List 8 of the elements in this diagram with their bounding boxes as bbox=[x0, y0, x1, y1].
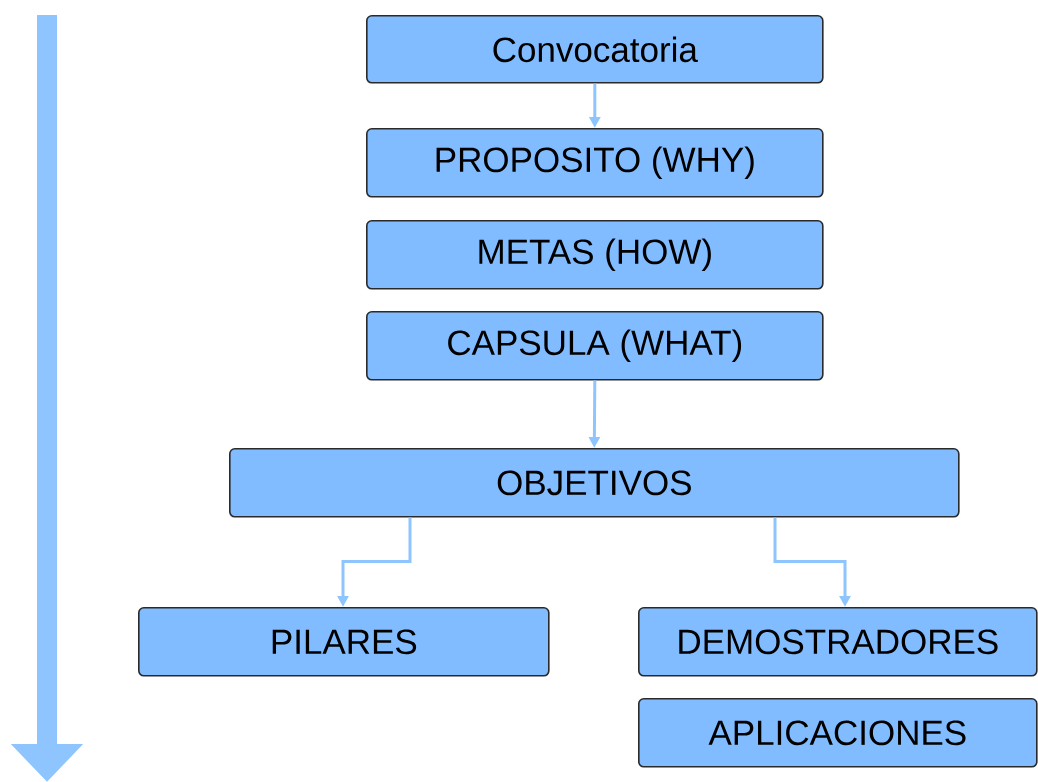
process-box: APLICACIONES bbox=[638, 698, 1038, 768]
process-box: Convocatoria bbox=[366, 15, 824, 84]
process-box: PROPOSITO (WHY) bbox=[366, 128, 824, 198]
process-box: DEMOSTRADORES bbox=[638, 607, 1038, 677]
process-box: METAS (HOW) bbox=[366, 220, 824, 290]
process-box: PILARES bbox=[138, 607, 550, 677]
process-box: CAPSULA (WHAT) bbox=[366, 311, 824, 381]
process-box: OBJETIVOS bbox=[229, 448, 960, 518]
